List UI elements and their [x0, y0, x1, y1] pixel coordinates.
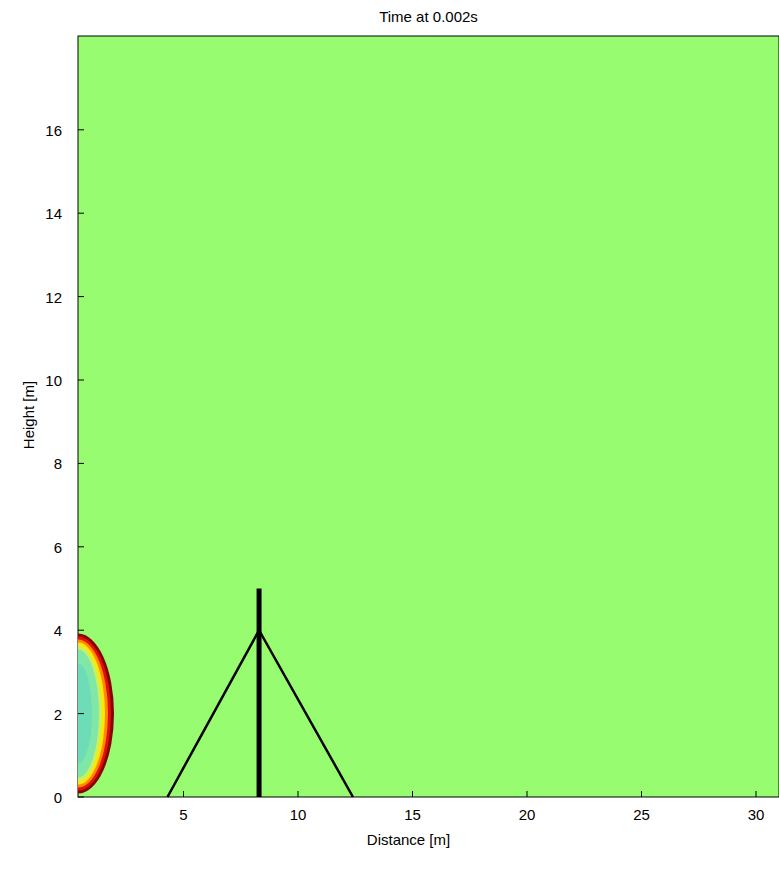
- tick-mark: [78, 546, 84, 547]
- tick-label: 0: [54, 790, 62, 805]
- tick-mark: [412, 791, 413, 797]
- tick-mark: [78, 296, 84, 297]
- plot-title: Time at 0.002s: [379, 9, 478, 24]
- axis-label: Distance [m]: [367, 832, 450, 847]
- wave-ring: [78, 634, 114, 794]
- tick-mark: [78, 713, 84, 714]
- wave-ring: [78, 646, 102, 782]
- wave-ring: [78, 664, 92, 764]
- axis-label: Height [m]: [21, 381, 36, 449]
- pole: [257, 589, 262, 798]
- tick-mark: [78, 630, 84, 631]
- tick-label: 14: [45, 206, 62, 221]
- tick-label: 25: [633, 807, 650, 822]
- tick-mark: [298, 791, 299, 797]
- tick-mark: [183, 791, 184, 797]
- tick-label: 15: [404, 807, 421, 822]
- tick-label: 5: [179, 807, 187, 822]
- tick-mark: [527, 791, 528, 797]
- wave-ring: [78, 640, 108, 788]
- tick-label: 4: [54, 623, 62, 638]
- tick-mark: [78, 797, 84, 798]
- tick-mark: [756, 791, 757, 797]
- tick-label: 10: [290, 807, 307, 822]
- tick-label: 12: [45, 289, 62, 304]
- blast-wave: [78, 634, 114, 794]
- field-background: [78, 36, 779, 797]
- tick-label: 10: [45, 373, 62, 388]
- tick-label: 30: [748, 807, 765, 822]
- tick-mark: [78, 129, 84, 130]
- tick-label: 8: [54, 456, 62, 471]
- tick-label: 2: [54, 706, 62, 721]
- tick-mark: [78, 463, 84, 464]
- tick-mark: [641, 791, 642, 797]
- wave-ring: [78, 637, 111, 791]
- tick-mark: [78, 213, 84, 214]
- tick-label: 16: [45, 122, 62, 137]
- tick-mark: [78, 380, 84, 381]
- tick-label: 6: [54, 539, 62, 554]
- wave-ring: [78, 650, 99, 778]
- wave-ring: [78, 643, 105, 785]
- tick-label: 20: [519, 807, 536, 822]
